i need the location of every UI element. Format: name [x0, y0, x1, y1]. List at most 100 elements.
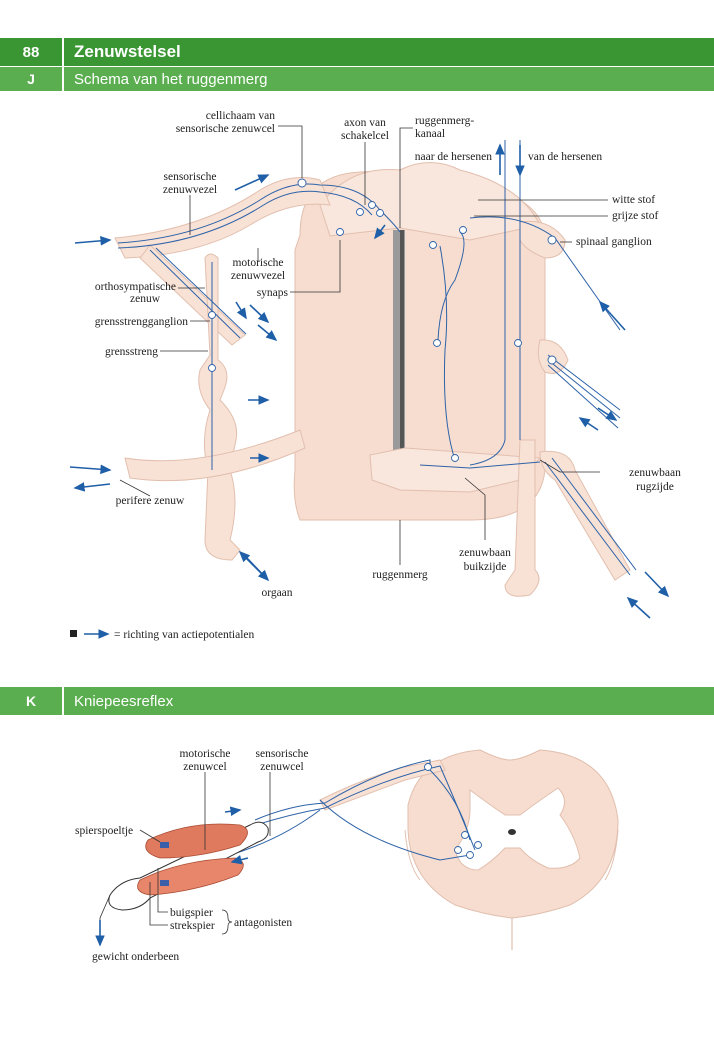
tract-cell: [514, 339, 522, 347]
muscle-spindle: [160, 842, 169, 848]
label-van-hersenen: van de hersenen: [528, 151, 602, 163]
flexor-muscle: [145, 823, 248, 859]
legend: = richting van actiepotentialen: [70, 629, 255, 641]
header-separator: [62, 67, 64, 91]
motor-neuron-cell-k: [454, 846, 462, 854]
label-kanaal-2: kanaal: [415, 128, 445, 140]
tract-cell: [429, 241, 437, 249]
label-gewicht: gewicht onderbeen: [92, 951, 179, 963]
tract-cell: [451, 454, 459, 462]
sensory-neuron-cell: [424, 763, 432, 771]
cross-section-top: [319, 162, 541, 241]
section-j-labels: cellichaam van sensorische zenuwcel axon…: [95, 110, 681, 599]
grensstreng-ganglion-cell: [208, 311, 216, 319]
spinal-ganglion-cell: [547, 235, 557, 245]
chapter-header: 88 Zenuwstelsel: [0, 38, 714, 66]
direction-arrows: [69, 143, 670, 619]
label-spierspoeltje: spierspoeltje: [75, 825, 133, 837]
section-k-header: K Kniepeesreflex: [0, 687, 714, 715]
section-j-letter: J: [27, 71, 35, 87]
sympathetic-chain: [198, 253, 241, 561]
label-ortho-2: zenuw: [130, 293, 161, 305]
interneuron-cell: [356, 208, 364, 216]
label-axon-1: axon van: [344, 117, 386, 129]
label-cellichaam-1: cellichaam van: [206, 110, 276, 122]
label-antagonisten: antagonisten: [234, 917, 292, 929]
label-zenuwbaan-buik-2: buikzijde: [464, 561, 507, 573]
synapse-cell: [474, 841, 482, 849]
chapter-title: Zenuwstelsel: [74, 42, 181, 61]
section-k-labels: motorische zenuwcel sensorische zenuwcel…: [75, 748, 309, 963]
page-number: 88: [22, 43, 40, 61]
label-motorische-2: zenuwcel: [183, 761, 226, 773]
label-mot-vezel-1: motorische: [232, 257, 283, 269]
label-ruggenmerg: ruggenmerg: [372, 569, 428, 581]
interneuron-cell: [368, 201, 376, 209]
label-grensstrengganglion: grensstrengganglion: [95, 316, 189, 328]
label-strekspier: strekspier: [170, 920, 215, 932]
central-canal: [400, 230, 404, 460]
section-j-header: J Schema van het ruggenmerg: [0, 67, 714, 91]
label-orgaan: orgaan: [261, 587, 292, 599]
header-separator: [62, 38, 64, 66]
right-ganglion-top: [519, 220, 566, 259]
leg-line: [99, 894, 111, 942]
label-zenuwbaan-rug-2: rugzijde: [636, 481, 674, 493]
label-grensstreng: grensstreng: [105, 346, 158, 358]
arrow: [578, 417, 599, 431]
label-sens-vezel-2: zenuwvezel: [163, 184, 217, 196]
label-axon-2: schakelcel: [341, 130, 389, 142]
arrow: [74, 236, 112, 246]
muscle-spindle: [160, 880, 169, 886]
leader-lines: [119, 125, 608, 565]
sympathetic-chain-right: [504, 439, 540, 597]
section-k-letter: K: [25, 693, 37, 709]
motor-neuron-cell: [336, 228, 344, 236]
arrow: [598, 300, 626, 331]
motor-neuron-cell-k: [466, 851, 474, 859]
arrow: [249, 304, 270, 324]
arrow: [234, 174, 270, 191]
label-sensorische-2: zenuwcel: [260, 761, 303, 773]
label-synaps: synaps: [257, 287, 289, 299]
legend-text: = richting van actiepotentialen: [114, 629, 255, 641]
label-zenuwbaan-buik-1: zenuwbaan: [459, 547, 511, 559]
arrow: [597, 407, 618, 421]
section-j-title: Schema van het ruggenmerg: [74, 70, 268, 88]
tract-cell: [459, 226, 467, 234]
cell-bodies: [208, 178, 557, 462]
peripheral-nerve-left: [124, 429, 306, 482]
cord-outline: [404, 829, 619, 881]
arrow: [374, 224, 386, 240]
arrow: [224, 806, 242, 817]
central-canal-k: [508, 829, 516, 835]
label-zenuwbaan-rug-1: zenuwbaan: [629, 467, 681, 479]
label-cellichaam-2: sensorische zenuwcel: [176, 123, 275, 135]
knee-reflex-diagram: [95, 749, 619, 950]
label-ortho-1: orthosympatische: [95, 281, 176, 293]
nerve-fibers: [117, 140, 637, 576]
label-grijze-stof: grijze stof: [612, 210, 658, 222]
arrow: [257, 324, 278, 342]
label-naar-hersenen: naar de hersenen: [415, 151, 493, 163]
label-spinaal-ganglion: spinaal ganglion: [576, 236, 652, 248]
label-kanaal-1: ruggenmerg-: [415, 115, 474, 127]
sensory-cell-body: [297, 178, 307, 188]
ganglion-cell: [547, 355, 557, 365]
label-motorische-1: motorische: [179, 748, 230, 760]
label-buigspier: buigspier: [170, 907, 213, 919]
label-sensorische-1: sensorische: [255, 748, 308, 760]
label-perifere-zenuw: perifere zenuw: [116, 495, 185, 507]
arrow: [235, 301, 247, 320]
label-mot-vezel-2: zenuwvezel: [231, 270, 285, 282]
tract-cell: [433, 339, 441, 347]
arrow: [69, 464, 112, 475]
arrow: [73, 482, 111, 492]
grey-matter: [454, 787, 581, 871]
arrow: [230, 855, 249, 865]
arrow: [626, 596, 651, 619]
section-k-title: Kniepeesreflex: [74, 692, 174, 710]
header-separator: [62, 687, 64, 715]
arrow: [644, 571, 670, 598]
